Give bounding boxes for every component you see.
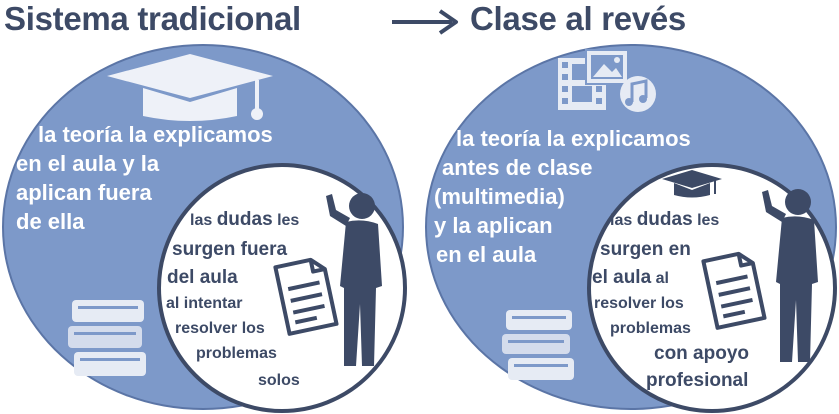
flipped-main-line: antes de clase xyxy=(442,155,593,180)
traditional-inner-line: al intentar xyxy=(166,295,243,312)
flipped-main-line: la teoría la explicamos xyxy=(456,126,691,151)
flipped-main-line: (multimedia) xyxy=(434,184,565,209)
traditional-inner-line: del aula xyxy=(167,267,238,288)
inner-text-fragment: el aula xyxy=(592,267,652,288)
title-flipped-classroom: Clase al revés xyxy=(470,0,686,37)
traditional-inner-line: resolver los xyxy=(175,320,265,337)
flipped-inner-line: surgen en xyxy=(600,239,691,260)
books-icon xyxy=(502,310,574,380)
inner-text-fragment: las xyxy=(190,212,217,229)
inner-text-fragment: les xyxy=(692,212,720,229)
inner-text-emphasis: dudas xyxy=(216,209,273,230)
person-silhouette-icon xyxy=(762,189,818,362)
inner-text-fragment: les xyxy=(272,212,300,229)
traditional-inner-line: las dudas les xyxy=(190,209,299,231)
traditional-inner-line: problemas xyxy=(196,345,277,362)
flipped-inner-line: problemas xyxy=(610,320,691,337)
flipped-main-line: en el aula xyxy=(436,242,537,267)
traditional-main-text: la teoría la explicamos en el aula y la … xyxy=(16,120,273,236)
traditional-main-line: en el aula y la xyxy=(16,151,160,176)
arrow-right-icon xyxy=(392,9,458,35)
flipped-main-line: y la aplican xyxy=(434,213,553,238)
inner-text-fragment: al xyxy=(651,270,669,287)
inner-text-fragment: las xyxy=(610,212,637,229)
title-traditional-system: Sistema tradicional xyxy=(4,0,301,37)
inner-text-emphasis: dudas xyxy=(636,209,693,230)
graduation-cap-icon xyxy=(662,170,722,198)
flipped-inner-line: resolver los xyxy=(594,295,684,312)
multimedia-icon xyxy=(558,49,656,112)
flipped-inner-line: el aula al xyxy=(592,267,669,289)
traditional-inner-line: solos xyxy=(258,372,300,389)
traditional-inner-line: surgen fuera xyxy=(172,239,288,260)
books-icon xyxy=(68,300,146,376)
flipped-main-text: la teoría la explicamos antes de clase (… xyxy=(434,124,691,269)
traditional-main-line: de ella xyxy=(16,209,85,234)
document-icon xyxy=(273,257,339,336)
traditional-main-line: aplican fuera xyxy=(16,180,152,205)
traditional-main-line: la teoría la explicamos xyxy=(38,122,273,147)
person-silhouette-icon xyxy=(326,193,382,366)
graduation-cap-icon xyxy=(107,54,273,121)
flipped-inner-line: las dudas les xyxy=(610,209,719,231)
flipped-inner-line: con apoyo xyxy=(654,343,750,364)
document-icon xyxy=(701,251,767,330)
flipped-inner-line: profesional xyxy=(646,370,749,391)
